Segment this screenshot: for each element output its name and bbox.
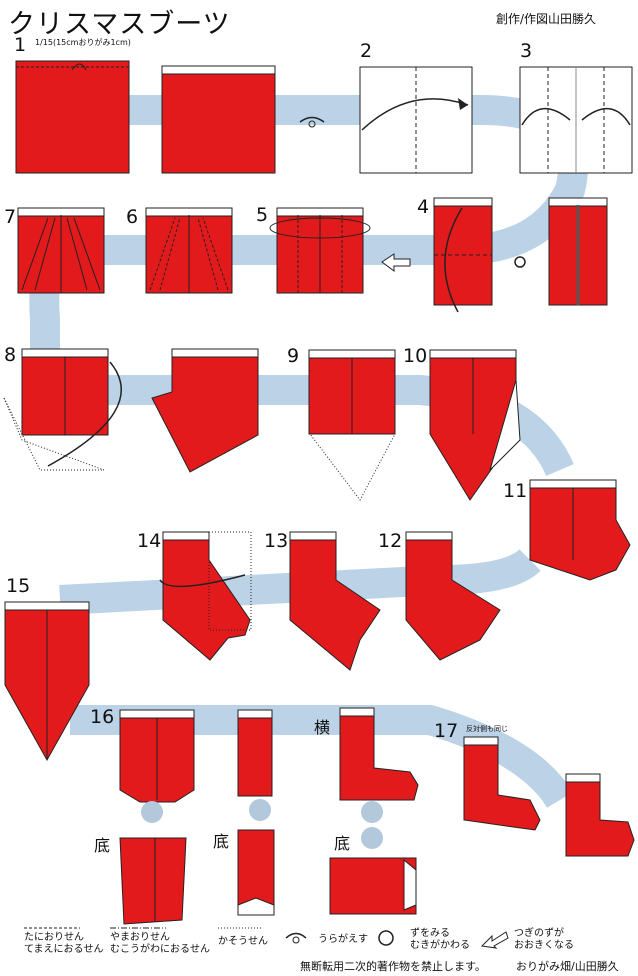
step-4-right-paper xyxy=(548,197,608,306)
step-12-paper xyxy=(405,531,501,661)
step-5-paper xyxy=(269,207,371,294)
step-4-paper xyxy=(433,197,493,313)
step-16-side-paper xyxy=(237,709,273,821)
step-number-15: 15 xyxy=(6,575,31,597)
step-number-12: 12 xyxy=(378,530,403,552)
legend-enlarge-icon xyxy=(480,931,509,949)
step-11-paper xyxy=(529,479,631,581)
step-2-paper xyxy=(359,66,473,174)
step-8-paper xyxy=(3,348,122,471)
step-1b-paper xyxy=(161,65,276,174)
step-8b-paper xyxy=(151,348,259,473)
step-1-paper xyxy=(15,60,130,174)
enlarge-icon xyxy=(381,253,411,272)
legend-turn-over-icon xyxy=(285,932,307,944)
step-3-paper xyxy=(519,66,633,174)
step-13-paper xyxy=(289,531,381,671)
scale-note: 1/15(15cmおりがみ1cm) xyxy=(35,38,131,47)
label-bottom-3: 底 xyxy=(334,834,351,853)
step-number-3: 3 xyxy=(520,40,533,62)
step-number-11: 11 xyxy=(503,480,528,502)
label-bottom-2: 底 xyxy=(213,832,230,851)
step-number-16: 16 xyxy=(90,706,115,728)
step-number-13: 13 xyxy=(264,530,289,552)
legend-turn-over-text: うらがえす xyxy=(318,934,368,945)
step-number-17: 17 xyxy=(434,720,459,742)
step-number-4: 4 xyxy=(417,196,430,218)
legend-hidden-text: かそうせん xyxy=(218,936,268,947)
step-number-14: 14 xyxy=(137,530,162,552)
step-number-8: 8 xyxy=(4,344,17,366)
step-6-paper xyxy=(145,207,233,294)
label-side: 横 xyxy=(314,718,331,737)
bottom-view-3 xyxy=(329,857,417,915)
step-17-paper xyxy=(463,736,541,831)
legend-enlarge-text: つぎのずが おおきくなる xyxy=(514,928,574,951)
step-number-5: 5 xyxy=(256,204,269,226)
step-number-7: 7 xyxy=(4,206,17,228)
bottom-view-2 xyxy=(237,829,275,916)
step-15-paper xyxy=(4,601,90,762)
legend-mountain-text: やまおりせん むこうがわにおるせん xyxy=(110,932,210,955)
step-7-paper xyxy=(17,207,105,294)
side-view-paper xyxy=(339,707,419,849)
legend-rotate-icon xyxy=(378,930,394,946)
step-10-paper xyxy=(429,349,521,501)
footer-copyright: 無断転用二次的著作物を禁止します。 xyxy=(300,960,486,973)
diagram-title: クリスマスブーツ xyxy=(8,9,231,40)
legend-rotate-text: ずをみる むきがかわる xyxy=(410,928,470,951)
step-9-paper xyxy=(308,349,396,501)
step-number-6: 6 xyxy=(126,206,139,228)
step-number-9: 9 xyxy=(287,345,300,367)
turn-over-icon xyxy=(299,116,325,128)
note-other-side-same: 反対側も同じ xyxy=(466,725,508,733)
step-number-10: 10 xyxy=(403,345,428,367)
legend-valley-text: たにおりせん てまえにおるせん xyxy=(24,932,104,955)
step-16-paper xyxy=(119,709,195,823)
bottom-view-1 xyxy=(119,837,187,925)
finished-boot xyxy=(565,773,635,857)
step-14-paper xyxy=(159,531,252,661)
label-bottom-1: 底 xyxy=(94,836,111,855)
rotate-icon xyxy=(514,256,526,268)
step-number-2: 2 xyxy=(360,40,373,62)
author-credit: 創作/作図山田勝久 xyxy=(495,12,596,26)
step-number-1: 1 xyxy=(14,34,27,56)
footer-site: おりがみ畑/山田勝久 xyxy=(516,960,619,973)
